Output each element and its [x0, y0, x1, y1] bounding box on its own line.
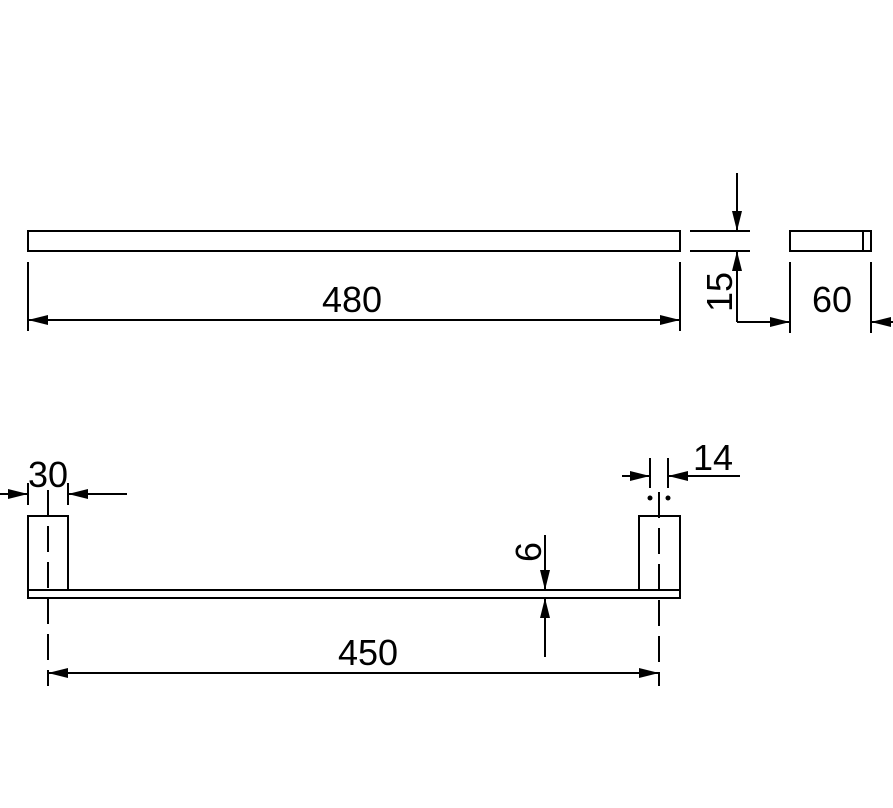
dimension-label-bracket-width: 30: [28, 454, 68, 495]
side-view: 60: [789, 230, 893, 333]
dimension-label-center-distance: 450: [338, 632, 398, 673]
towel-bar-front: [27, 589, 681, 599]
point-marker: [665, 495, 671, 501]
point-marker: [647, 495, 653, 501]
front-view: 30 14 6 450: [0, 437, 740, 686]
top-view: 480: [27, 230, 681, 331]
towel-bar-top: [27, 230, 681, 252]
dimension-label-bar-thickness: 6: [508, 542, 549, 562]
towel-bar-side: [789, 230, 872, 252]
dimension-label-bracket-offset: 14: [693, 437, 733, 478]
dimension-label-height: 15: [699, 272, 740, 312]
dimension-label-depth: 60: [812, 279, 852, 320]
dimension-label-length: 480: [322, 279, 382, 320]
height-dimension: 15: [690, 173, 790, 327]
